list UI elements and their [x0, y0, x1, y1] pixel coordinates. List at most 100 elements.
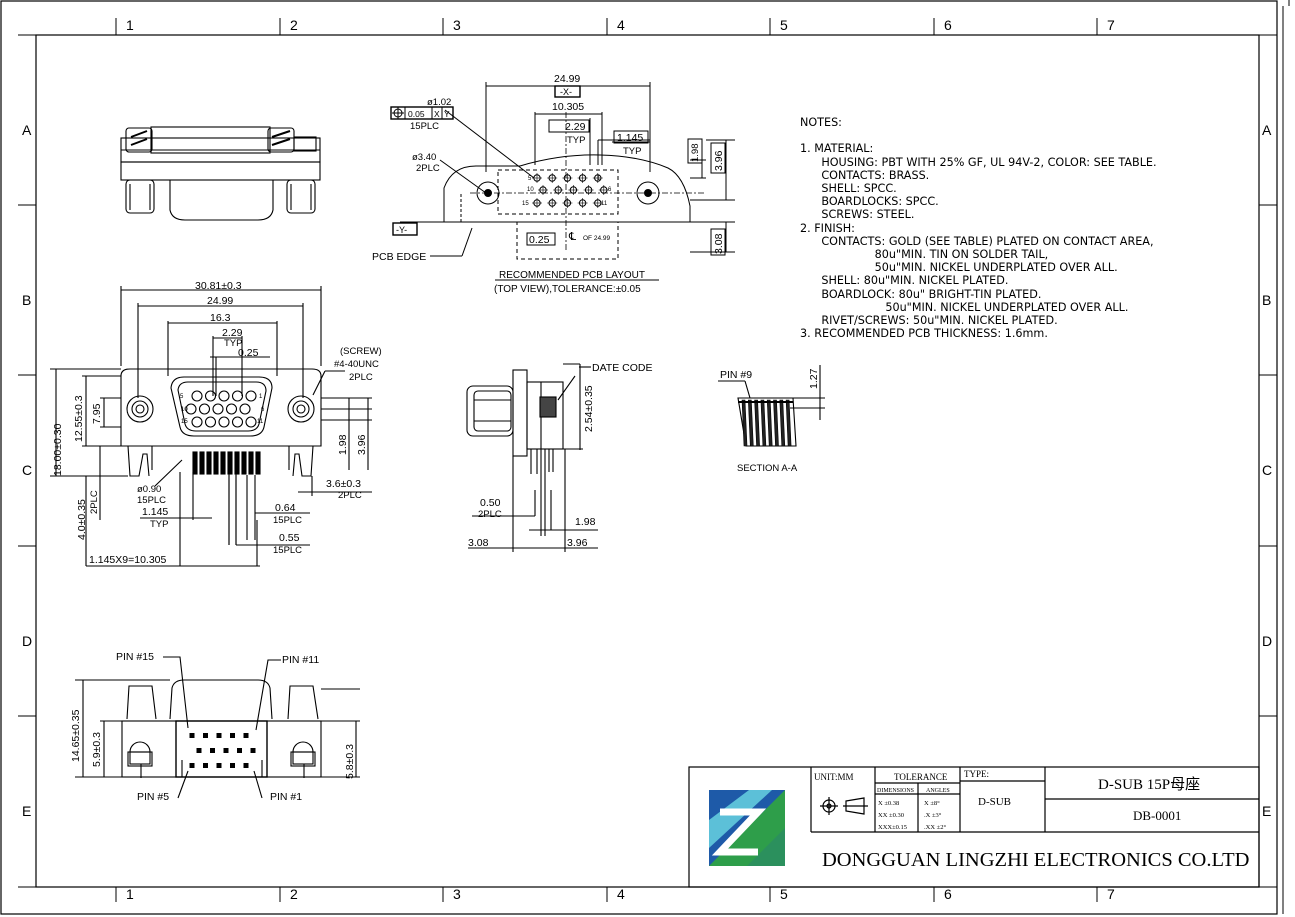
solder-tail: [227, 451, 233, 475]
fv-dim-2499: 24.99: [207, 295, 233, 307]
pcb-pin15: 15: [522, 201, 529, 207]
front-contact-socket: [225, 403, 238, 415]
section-contact: [785, 399, 792, 447]
zone-row-right-B: B: [1262, 292, 1271, 308]
zone-row-left-C: C: [22, 462, 32, 478]
pcb-cl-of: OF 24.99: [583, 235, 610, 242]
side-view: [466, 363, 598, 552]
section-contact: [766, 399, 773, 447]
sv-dim-198: 1.98: [575, 516, 596, 528]
tb-tol-d-1: XX ±0.30: [878, 812, 904, 819]
pcb-dim-308: 3.08: [713, 233, 725, 254]
fv-dim-055: 0.55: [279, 532, 300, 544]
solder-tail: [234, 451, 240, 475]
zone-col-bottom-1: 1: [126, 886, 134, 902]
title-block: [688, 766, 1260, 888]
bottom-pin: [230, 733, 235, 738]
zone-col-top-7: 7: [1107, 17, 1115, 33]
pcb-layout-subtitle: (TOP VIEW),TOLERANCE:±0.05: [494, 284, 641, 295]
bv-pin5: PIN #5: [137, 791, 169, 803]
notes-heading: NOTES:: [800, 116, 842, 129]
fv-dim-1800: 18.00±0.30: [52, 423, 64, 476]
bv-pin15: PIN #15: [116, 651, 154, 663]
fv-dim-36: 3.6±0.3: [326, 478, 361, 490]
fv-dim-064: 0.64: [275, 502, 296, 514]
bottom-pin: [216, 733, 222, 738]
zone-col-bottom-4: 4: [617, 886, 625, 902]
bottom-pin: [243, 763, 249, 768]
front-contact-socket: [231, 390, 244, 402]
zone-col-top-5: 5: [780, 17, 788, 33]
pcb-pin5: 5: [528, 176, 532, 182]
bottom-pin-pattern: [189, 733, 256, 768]
pcb-tol-x: X: [434, 109, 440, 119]
fv-dim-198: 1.98: [337, 434, 349, 455]
sv-date-code: DATE CODE: [592, 362, 652, 374]
pcb-pin11: 11: [601, 201, 608, 207]
bottom-pin: [189, 733, 195, 738]
bottom-pin: [237, 748, 242, 753]
fv-dim-795: 7.95: [91, 403, 103, 424]
notes-block: NOTES: 1. MATERIAL: HOUSING: PBT WITH 25…: [800, 116, 1157, 340]
solder-tail: [220, 451, 226, 475]
bottom-pin: [243, 733, 249, 738]
notes-line-4: BOARDLOCKS: SPCC.: [800, 195, 939, 209]
fv-dim-1255: 12.55±0.3: [73, 395, 85, 442]
front-contact-socket: [204, 390, 217, 402]
inner-frame: [35, 34, 1260, 888]
notes-line-9: 50u"MIN. NICKEL UNDERPLATED OVER ALL.: [800, 261, 1118, 275]
tb-tol-a-0: X ±8°: [924, 800, 940, 807]
fv-pin1: 1: [259, 394, 263, 400]
fv-typ-2: TYP: [150, 519, 168, 530]
sv-dim-308: 3.08: [468, 537, 489, 549]
pcb-edge-label: PCB EDGE: [372, 251, 426, 263]
pcb-pin6: 6: [608, 187, 612, 193]
zone-row-left-D: D: [22, 633, 32, 649]
front-contacts: [185, 390, 257, 428]
fv-pin10: 10: [181, 407, 188, 413]
bv-dim-1465: 14.65±0.35: [70, 709, 82, 762]
front-contact-socket: [185, 403, 197, 415]
zone-col-bottom-5: 5: [780, 886, 788, 902]
top-view: [120, 126, 321, 221]
solder-tail: [248, 451, 254, 475]
pcb-layout-view: [390, 82, 735, 281]
fv-dim-064-qty: 15PLC: [273, 515, 302, 526]
notes-line-1: HOUSING: PBT WITH 25% GF, UL 94V-2, COLO…: [800, 155, 1157, 169]
tb-type-value: D-SUB: [978, 796, 1011, 808]
zone-col-bottom-7: 7: [1107, 886, 1115, 902]
solder-tail: [199, 451, 205, 475]
fv-dim-36-qty: 2PLC: [338, 490, 362, 501]
pcb-dim-10305: 10.305: [552, 101, 584, 113]
bottom-pin: [196, 748, 202, 753]
section-contact: [741, 399, 748, 447]
pcb-typ-1: TYP: [567, 135, 585, 146]
pcb-datum-y: -Y-: [396, 225, 407, 235]
zone-row-left-B: B: [22, 292, 31, 308]
front-contact-socket: [191, 390, 203, 402]
pcb-hole-dia: ø1.02: [427, 97, 451, 108]
section-contact: [760, 399, 767, 447]
sec-label: SECTION A-A: [737, 463, 798, 474]
front-contact-socket: [239, 403, 251, 415]
section-contact: [779, 399, 786, 447]
solder-tail: [241, 451, 247, 475]
solder-tail: [192, 451, 198, 475]
zone-col-bottom-6: 6: [944, 886, 952, 902]
front-view: [50, 286, 372, 567]
fv-dim-pitch: 1.145X9=10.305: [89, 554, 167, 566]
bv-dim-58: 5.8±0.3: [344, 744, 356, 779]
pcb-dim-2499: 24.99: [554, 73, 580, 85]
sv-dim-050: 0.50: [480, 497, 501, 509]
tb-unit: UNIT:MM: [814, 772, 854, 782]
pcb-datum-x: -X-: [560, 87, 572, 97]
fv-screw-qty: 2PLC: [349, 372, 373, 383]
zone-col-top-2: 2: [290, 17, 298, 33]
pcb-dim-396: 3.96: [713, 150, 725, 171]
zone-col-bottom-3: 3: [453, 886, 461, 902]
fv-dim-025: 0.25: [238, 347, 259, 359]
fv-typ: TYP: [224, 338, 242, 349]
